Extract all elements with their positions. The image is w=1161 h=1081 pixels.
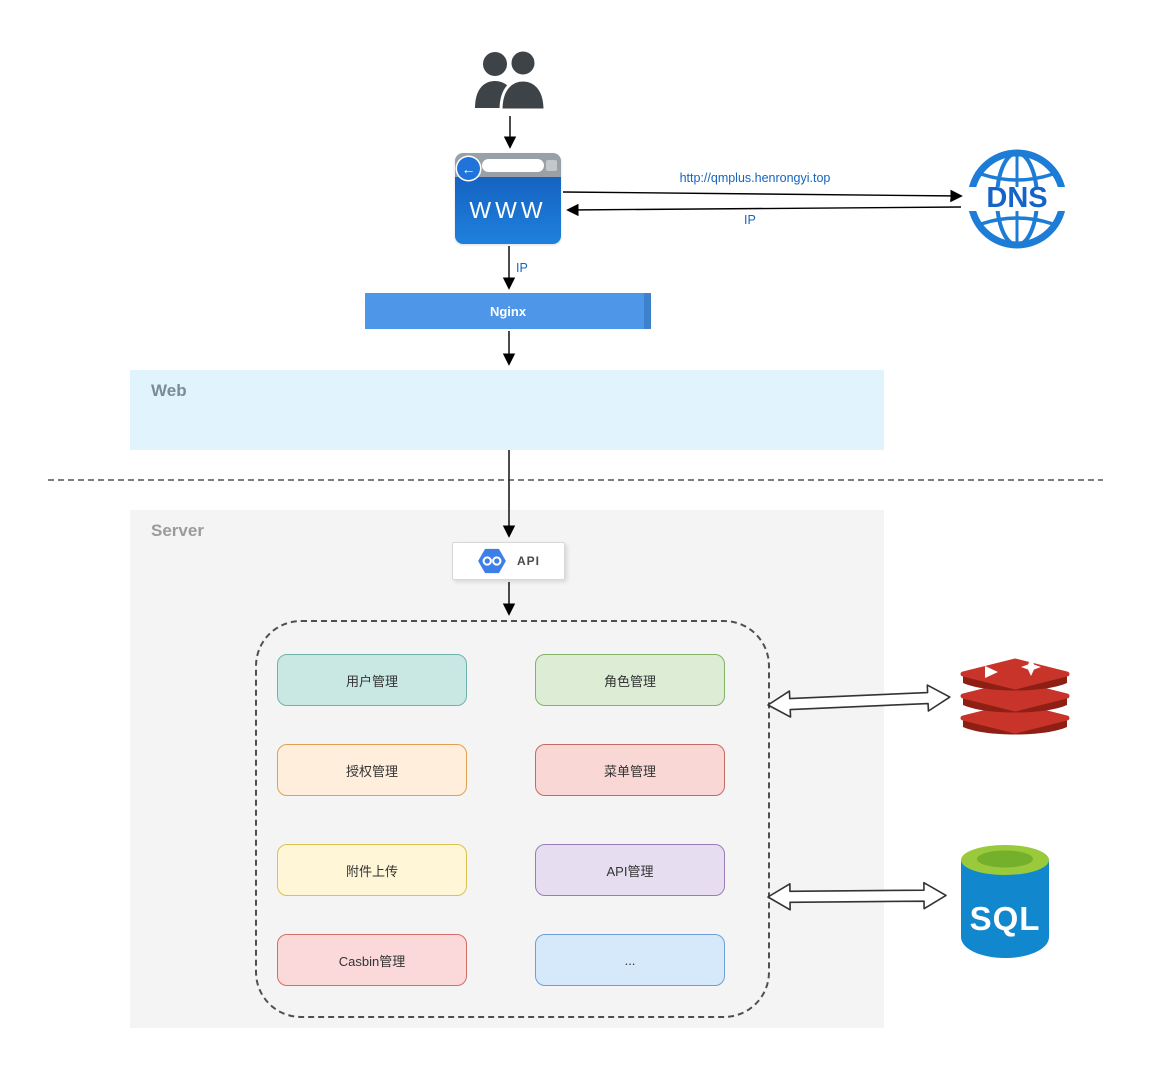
server-modules-cluster <box>255 620 770 1018</box>
api-hexagon-icon <box>478 548 506 574</box>
redis-icon <box>955 650 1075 750</box>
dns-label: DNS <box>986 182 1047 214</box>
module-label: 菜单管理 <box>603 763 656 779</box>
browser-body: WWW <box>455 177 561 244</box>
module-box-user-management: 用户管理 <box>277 654 467 706</box>
sql-label: SQL <box>970 900 1041 937</box>
module-label: API管理 <box>606 863 654 879</box>
module-label: 角色管理 <box>603 673 656 689</box>
module-label: ... <box>624 952 636 968</box>
module-label: 用户管理 <box>345 673 398 689</box>
edge-label-browser-nginx-ip: IP <box>516 261 528 275</box>
dns-globe-graphic: DNS <box>963 149 1071 249</box>
users-icon-graphic <box>475 48 547 112</box>
module-box-menu-management: 菜单管理 <box>535 744 725 796</box>
edge-label-dns-request: http://qmplus.henrongyi.top <box>679 171 831 185</box>
web-zone-label: Web <box>151 381 187 400</box>
module-box-role-management: 角色管理 <box>535 654 725 706</box>
module-box-casbin-management: Casbin管理 <box>277 934 467 986</box>
edge-label-dns-response-ip: IP <box>744 213 756 227</box>
api-node: API <box>452 542 565 580</box>
redis-icon-graphic <box>960 658 1070 735</box>
edge-dns-to-browser <box>566 203 962 217</box>
browser-address-bar <box>482 159 544 172</box>
edge-browser-to-dns <box>562 189 963 203</box>
module-box-api-management: API管理 <box>535 844 725 896</box>
dns-globe-icon: DNS <box>963 147 1071 251</box>
api-label: API <box>516 554 540 568</box>
module-box-authorization-management: 授权管理 <box>277 744 467 796</box>
browser-header-button <box>546 160 557 171</box>
browser-www-label: WWW <box>469 197 547 223</box>
sql-database-icon: SQL <box>953 836 1057 964</box>
module-label: 附件上传 <box>345 863 398 879</box>
module-label: 授权管理 <box>345 763 398 779</box>
module-label: Casbin管理 <box>338 953 406 969</box>
sql-database-graphic: SQL <box>961 845 1049 958</box>
module-box-attachment-upload: 附件上传 <box>277 844 467 896</box>
web-zone: Web <box>130 370 884 450</box>
users-icon <box>465 48 555 112</box>
module-box-more: ... <box>535 934 725 986</box>
server-zone-label: Server <box>151 521 204 540</box>
nginx-node: Nginx <box>365 293 651 329</box>
back-arrow-icon: ← <box>457 157 480 180</box>
browser-node: WWW ← <box>455 153 561 244</box>
